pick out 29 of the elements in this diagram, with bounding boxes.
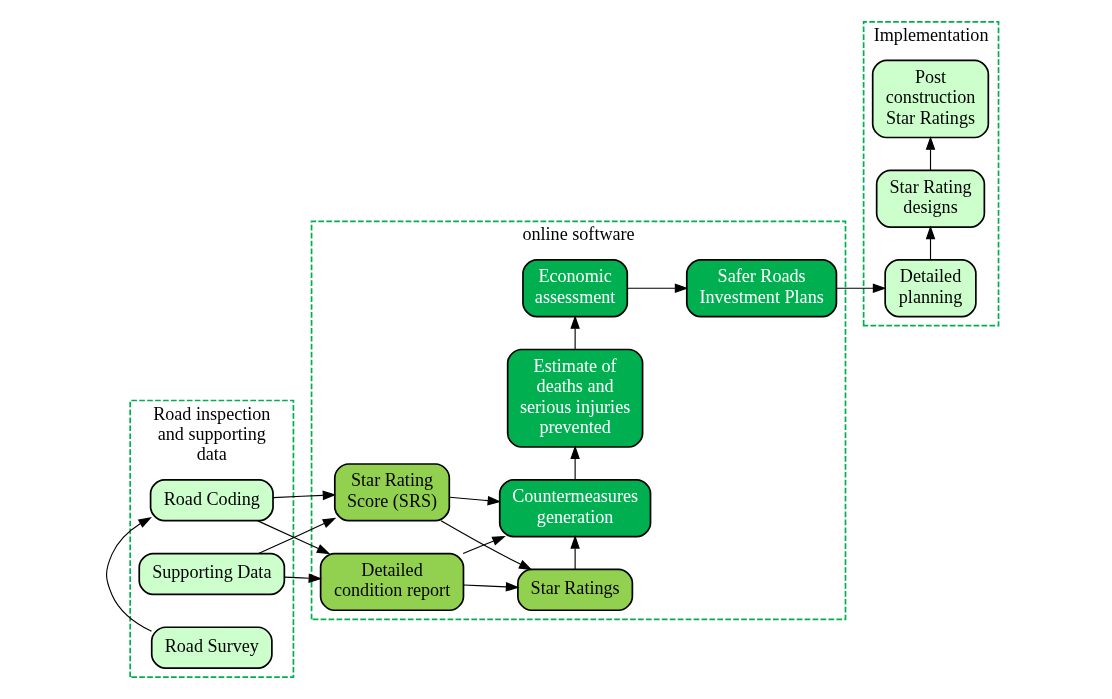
- node-box: Road Coding: [149, 479, 274, 522]
- arrow: [626, 283, 688, 294]
- node-box: Star Ratings: [516, 568, 633, 612]
- node-box: Post construction Star Ratings: [871, 59, 989, 139]
- arrow: [105, 517, 152, 632]
- arrow: [835, 283, 886, 294]
- arrow: [448, 495, 501, 506]
- arrow: [569, 315, 580, 350]
- arrow: [569, 445, 580, 481]
- arrow: [440, 520, 532, 571]
- arrow: [462, 582, 519, 592]
- node-box: Detailed planning: [883, 259, 977, 318]
- node-box: Estimate of deaths and serious injuries prevented: [506, 348, 643, 448]
- node-box: Star Rating designs: [875, 169, 985, 228]
- node-box: Star Rating Score (SRS): [333, 463, 450, 522]
- arrow: [462, 535, 506, 554]
- arrow: [925, 225, 935, 261]
- arrow: [272, 490, 336, 501]
- node-box: Detailed condition report: [319, 552, 464, 612]
- arrow: [925, 136, 935, 171]
- node-box: Safer Roads Investment Plans: [685, 259, 837, 318]
- node-box: Economic assessment: [521, 259, 628, 318]
- arrow: [256, 520, 330, 555]
- node-box: Countermeasures generation: [498, 479, 651, 538]
- arrow: [569, 535, 580, 570]
- arrow: [283, 573, 322, 583]
- arrow: [257, 517, 336, 555]
- node-box: Road Survey: [150, 626, 273, 669]
- node-box: Supporting Data: [137, 552, 285, 596]
